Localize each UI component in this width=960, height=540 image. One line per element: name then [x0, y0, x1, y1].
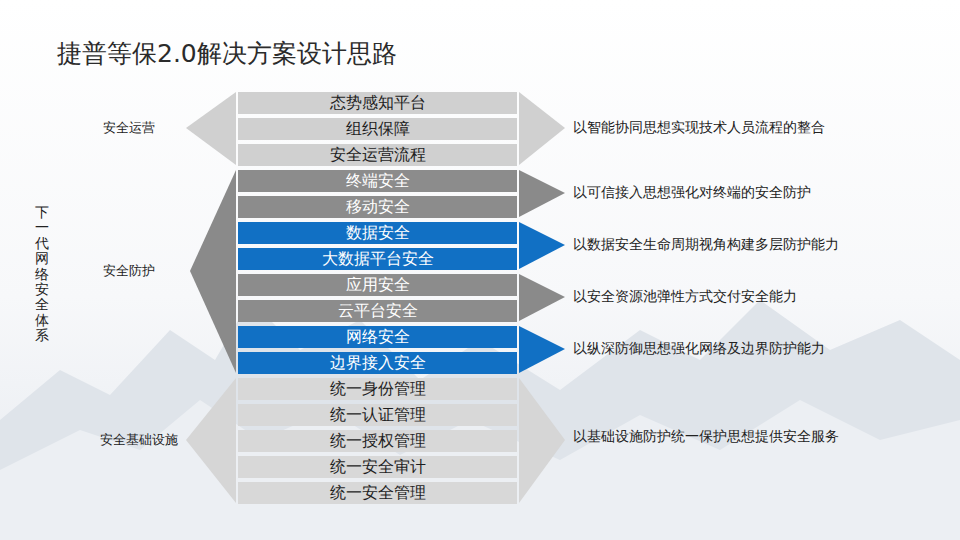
bar-text: 统一认证管理 [330, 405, 426, 426]
bar-text: 大数据平台安全 [322, 249, 434, 270]
right-chevron [519, 326, 565, 373]
bar-text: 终端安全 [346, 171, 410, 192]
left-chevron [190, 170, 236, 373]
layer-bar: 移动安全 [238, 196, 517, 218]
description-label: 以基础设施防护统一保护思想提供安全服务 [573, 428, 839, 446]
description-label: 以数据安全生命周期视角构建多层防护能力 [573, 236, 839, 254]
mountain-front [0, 400, 960, 540]
section-label: 安全运营 [103, 119, 155, 137]
bar-text: 统一安全管理 [330, 483, 426, 504]
description-label: 以可信接入思想强化对终端的安全防护 [573, 184, 811, 202]
right-chevron [519, 170, 565, 217]
bar-text: 态势感知平台 [330, 93, 426, 114]
bar-text: 边界接入安全 [330, 353, 426, 374]
layer-bar: 云平台安全 [238, 300, 517, 322]
bar-text: 统一身份管理 [330, 379, 426, 400]
bar-text: 统一安全审计 [330, 457, 426, 478]
layer-bar: 大数据平台安全 [238, 248, 517, 270]
right-chevron [519, 274, 565, 321]
layer-bar: 组织保障 [238, 118, 517, 140]
layer-bar: 应用安全 [238, 274, 517, 296]
description-label: 以智能协同思想实现技术人员流程的整合 [573, 119, 825, 137]
vertical-label: 下一代网络安全体系 [35, 205, 49, 344]
layer-bar: 态势感知平台 [238, 92, 517, 114]
bar-text: 应用安全 [346, 275, 410, 296]
section-label: 安全防护 [103, 262, 155, 280]
layer-bar: 统一安全审计 [238, 456, 517, 478]
layer-bar: 统一认证管理 [238, 404, 517, 426]
bar-text: 云平台安全 [338, 301, 418, 322]
section-label: 安全基础设施 [100, 431, 178, 449]
layer-bar: 终端安全 [238, 170, 517, 192]
description-label: 以纵深防御思想强化网络及边界防护能力 [573, 340, 825, 358]
bar-text: 统一授权管理 [330, 431, 426, 452]
bar-text: 移动安全 [346, 197, 410, 218]
left-chevron [186, 92, 236, 165]
description-label: 以安全资源池弹性方式交付安全能力 [573, 288, 797, 306]
layer-bar: 数据安全 [238, 222, 517, 244]
bar-text: 组织保障 [346, 119, 410, 140]
right-chevron [519, 92, 565, 165]
bar-text: 安全运营流程 [330, 145, 426, 166]
layer-bar: 安全运营流程 [238, 144, 517, 166]
layer-bar: 统一授权管理 [238, 430, 517, 452]
slide-title: 捷普等保2.0解决方案设计思路 [57, 37, 397, 70]
layer-bar: 网络安全 [238, 326, 517, 348]
mountain-back [0, 300, 960, 540]
bar-text: 网络安全 [346, 327, 410, 348]
bar-text: 数据安全 [346, 223, 410, 244]
left-chevron [186, 378, 236, 503]
right-chevron [519, 222, 565, 269]
layer-bar: 统一安全管理 [238, 482, 517, 504]
layer-bar: 统一身份管理 [238, 378, 517, 400]
right-chevron [519, 378, 565, 503]
layer-bar: 边界接入安全 [238, 352, 517, 374]
